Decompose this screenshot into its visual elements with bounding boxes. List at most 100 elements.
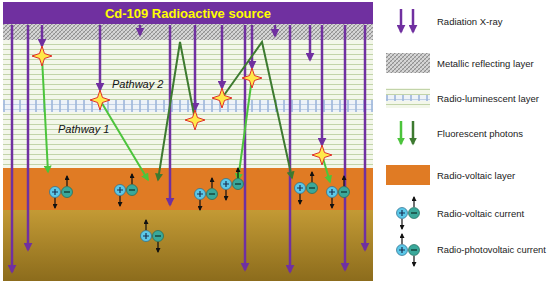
current-arrow [131,174,132,184]
legend-text: Radio-photovoltaic current [437,245,546,255]
scintillation-star [312,145,332,165]
current-arrow [211,178,212,188]
legend-text: Radio-voltaic layer [437,170,515,181]
legend-symbol [383,3,433,39]
electron-circle [127,185,138,196]
xray-arrow [221,25,224,88]
plus-sign [329,189,335,195]
hole-circle [141,231,152,242]
xray-arrow [11,25,14,272]
photon-arrow [222,42,292,178]
minus-sign [129,189,135,190]
xray-arrow [344,25,347,270]
current-arrow [66,176,67,186]
xray-arrow [99,25,102,90]
hole-circle [397,245,408,256]
current-arrow [401,219,402,229]
legend-sample [383,80,433,116]
current-arrow [343,176,344,186]
current-arrow [225,190,226,200]
xray-arrow [309,25,312,60]
minus-sign [309,187,315,188]
minus-sign [411,212,417,213]
legend-sample [383,115,433,151]
hole-circle [221,179,232,190]
hole-circle [115,185,126,196]
radio-voltaic-layer [3,168,373,210]
xray-arrow [244,25,247,270]
electron-circle [409,208,420,219]
legend-symbol [383,80,433,116]
photon-sample [412,121,415,144]
legend-sample [383,157,433,193]
electron-circle [307,183,318,194]
minus-sign [64,191,70,192]
xray-arrow [27,25,30,250]
legend-text: Radio-voltaic current [437,208,524,219]
legend-sample [383,232,433,268]
luminescent-sample [386,88,430,108]
legend-sample [383,195,433,231]
minus-sign [209,193,215,194]
scintillation-star [90,90,110,110]
current-arrow [299,194,300,204]
metal-sample [386,53,430,73]
plus-sign [197,191,203,197]
pathway-label: Pathway 2 [112,78,163,90]
xray-sample [412,9,415,32]
plus-sign [117,187,123,193]
electron-circle [207,189,218,200]
xray-arrow [289,25,292,272]
photon-arrow [238,78,252,180]
legend-swatch [386,165,430,185]
legend-symbol [383,115,433,151]
legend-row: Radio-luminescent layer [383,80,548,116]
legend-text: Radio-luminescent layer [437,93,539,104]
plus-sign [143,233,149,239]
plus-sign [399,247,405,253]
hole-circle [50,187,61,198]
minus-sign [235,183,241,184]
photon-arrow [158,42,195,180]
electron-circle [153,231,164,242]
current-arrow [311,172,312,182]
radio-luminescent-layer [3,40,373,168]
hole-circle [327,187,338,198]
xray-arrow [274,25,277,36]
current-arrow [157,242,158,252]
legend-row: Radio-voltaic layer [383,157,548,193]
minus-sign [411,249,417,250]
current-arrow [145,220,146,230]
photon-arrow [100,100,148,180]
hole-circle [397,208,408,219]
legend-symbol [383,45,433,81]
legend-row: Metallic reflecting layer [383,45,548,81]
scintillation-star [242,68,262,88]
legend-row: Radio-voltaic current [383,195,548,231]
minus-sign [155,235,161,236]
legend-text: Metallic reflecting layer [437,58,534,69]
source-label: Cd-109 Radioactive source [105,6,271,21]
hole-circle [295,183,306,194]
scintillation-star [32,46,52,66]
legend-symbol [383,195,433,231]
xray-arrow [194,25,197,110]
metallic-reflecting-layer [3,24,373,40]
electron-circle [62,187,73,198]
photon-arrow [42,58,48,172]
xray-arrow [364,25,367,250]
plus-sign [399,210,405,216]
plus-sign [52,189,58,195]
luminescent-sample [386,95,430,101]
legend-sample [383,45,433,81]
minus-sign [341,191,347,192]
legend-sample [383,3,433,39]
current-arrow [401,234,402,244]
xray-arrow [251,25,254,68]
current-arrow [54,198,55,208]
scintillation-star [212,88,232,108]
plus-sign [297,185,303,191]
current-arrow [237,168,238,178]
